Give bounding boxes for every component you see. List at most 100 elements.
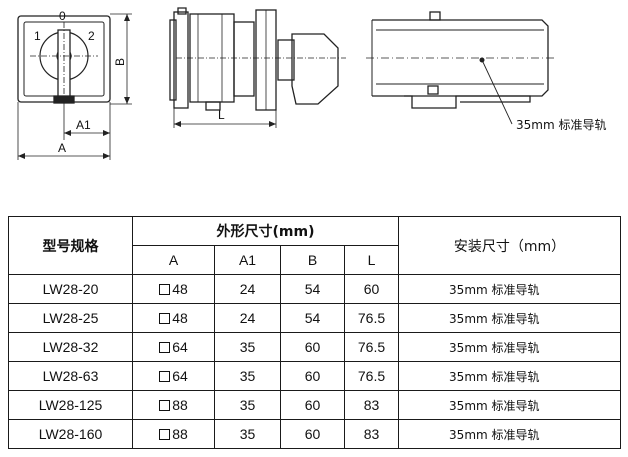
cell-rail-text: 35mm 标准导轨 — [449, 340, 540, 355]
rail-label: 35mm 标准导轨 — [516, 118, 606, 132]
cell-l: 83 — [343, 390, 400, 420]
dim-l-label: L — [218, 108, 225, 122]
cell-a1: 24 — [214, 303, 281, 333]
cell-model-text: LW28-125 — [38, 397, 103, 413]
cell-a1-text: 24 — [239, 310, 256, 326]
cell-a-text: 48 — [172, 310, 188, 326]
header-outer-dims: 外形尺寸(mm) — [131, 216, 400, 246]
cell-model: LW28-25 — [8, 303, 133, 333]
cell-rail: 35mm 标准导轨 — [398, 332, 622, 362]
cell-l-text: 76.5 — [357, 368, 386, 384]
front-base — [53, 95, 75, 104]
pos-1-label: 1 — [34, 29, 41, 43]
cell-rail-text: 35mm 标准导轨 — [449, 398, 540, 413]
cell-b: 60 — [280, 390, 345, 420]
cell-a1-text: 35 — [239, 426, 256, 442]
cell-rail-text: 35mm 标准导轨 — [449, 311, 540, 326]
cell-b-text: 54 — [304, 310, 321, 326]
cell-l-text: 76.5 — [357, 310, 386, 326]
cell-l: 76.5 — [343, 332, 400, 362]
table-row: LW28-160 88 35 60 83 35mm 标准导轨 — [8, 419, 622, 449]
cell-b: 54 — [280, 274, 345, 304]
cell-model-text: LW28-63 — [42, 368, 99, 384]
square-symbol-icon — [159, 313, 171, 324]
cell-b-text: 60 — [304, 339, 321, 355]
square-symbol-icon — [159, 284, 171, 295]
dim-a1-label: A1 — [76, 118, 91, 132]
cell-b-text: 54 — [304, 281, 321, 297]
cell-a1: 35 — [214, 390, 281, 420]
dim-b-label: B — [113, 58, 127, 66]
cell-a: 88 — [132, 390, 215, 420]
front-view — [17, 13, 132, 160]
cell-l-text: 60 — [363, 281, 380, 297]
pos-2-label: 2 — [88, 29, 95, 43]
cell-model-text: LW28-160 — [38, 426, 103, 442]
cell-a-text: 64 — [172, 368, 188, 384]
cell-model: LW28-125 — [8, 390, 133, 420]
side-knob-neck — [277, 39, 295, 81]
cell-rail: 35mm 标准导轨 — [398, 361, 622, 391]
dim-a-label: A — [58, 141, 66, 155]
square-symbol-icon — [159, 429, 171, 440]
cell-model: LW28-63 — [8, 361, 133, 391]
cell-model: LW28-20 — [8, 274, 133, 304]
header-col-b: B — [280, 245, 345, 275]
cell-l-text: 83 — [363, 426, 380, 442]
cell-rail-text: 35mm 标准导轨 — [449, 369, 540, 384]
cell-l-text: 83 — [363, 397, 380, 413]
cell-b: 60 — [280, 361, 345, 391]
cell-model-text: LW28-32 — [42, 339, 99, 355]
rail-leader-dot — [479, 57, 485, 63]
cell-a-text: 88 — [172, 426, 188, 442]
cell-b: 60 — [280, 419, 345, 449]
table-row: LW28-25 48 24 54 76.5 35mm 标准导轨 — [8, 303, 622, 333]
cell-a: 48 — [132, 303, 215, 333]
cell-a: 64 — [132, 332, 215, 362]
side-view — [169, 7, 346, 128]
table-row: LW28-32 64 35 60 76.5 35mm 标准导轨 — [8, 332, 622, 362]
side-front-plate — [173, 11, 189, 109]
pos-0-label: 0 — [59, 9, 66, 23]
cell-l: 60 — [343, 274, 400, 304]
side-front-lip — [169, 19, 177, 101]
cell-a1-text: 35 — [239, 339, 256, 355]
cell-a1-text: 24 — [239, 281, 256, 297]
cell-rail: 35mm 标准导轨 — [398, 419, 622, 449]
rail-base — [404, 95, 531, 109]
cell-b-text: 60 — [304, 426, 321, 442]
rail-leader-line — [481, 59, 513, 125]
cell-l: 83 — [343, 419, 400, 449]
cell-a1-text: 35 — [239, 397, 256, 413]
square-symbol-icon — [159, 342, 171, 353]
cell-a-text: 88 — [172, 397, 188, 413]
cell-model: LW28-160 — [8, 419, 133, 449]
table-row: LW28-63 64 35 60 76.5 35mm 标准导轨 — [8, 361, 622, 391]
cell-l: 76.5 — [343, 303, 400, 333]
rail-lower-tab — [427, 85, 439, 95]
cell-l-text: 76.5 — [357, 339, 386, 355]
square-symbol-icon — [159, 400, 171, 411]
cell-a1: 35 — [214, 419, 281, 449]
header-model: 型号规格 — [8, 216, 133, 275]
cell-a1: 24 — [214, 274, 281, 304]
cell-b: 54 — [280, 303, 345, 333]
cell-a-text: 64 — [172, 339, 188, 355]
square-symbol-icon — [159, 371, 171, 382]
cell-b-text: 60 — [304, 368, 321, 384]
cell-b: 60 — [280, 332, 345, 362]
side-top-clip — [177, 7, 187, 15]
cell-model-text: LW28-20 — [42, 281, 99, 297]
cell-rail: 35mm 标准导轨 — [398, 303, 622, 333]
technical-drawings: 0 1 2 B A1 A L — [17, 7, 606, 160]
cell-model: LW28-32 — [8, 332, 133, 362]
side-knob — [291, 33, 339, 105]
cell-a1: 35 — [214, 332, 281, 362]
cell-a1: 35 — [214, 361, 281, 391]
cell-model-text: LW28-25 — [42, 310, 99, 326]
header-col-a1: A1 — [214, 245, 281, 275]
rail-top-clip — [429, 11, 441, 21]
